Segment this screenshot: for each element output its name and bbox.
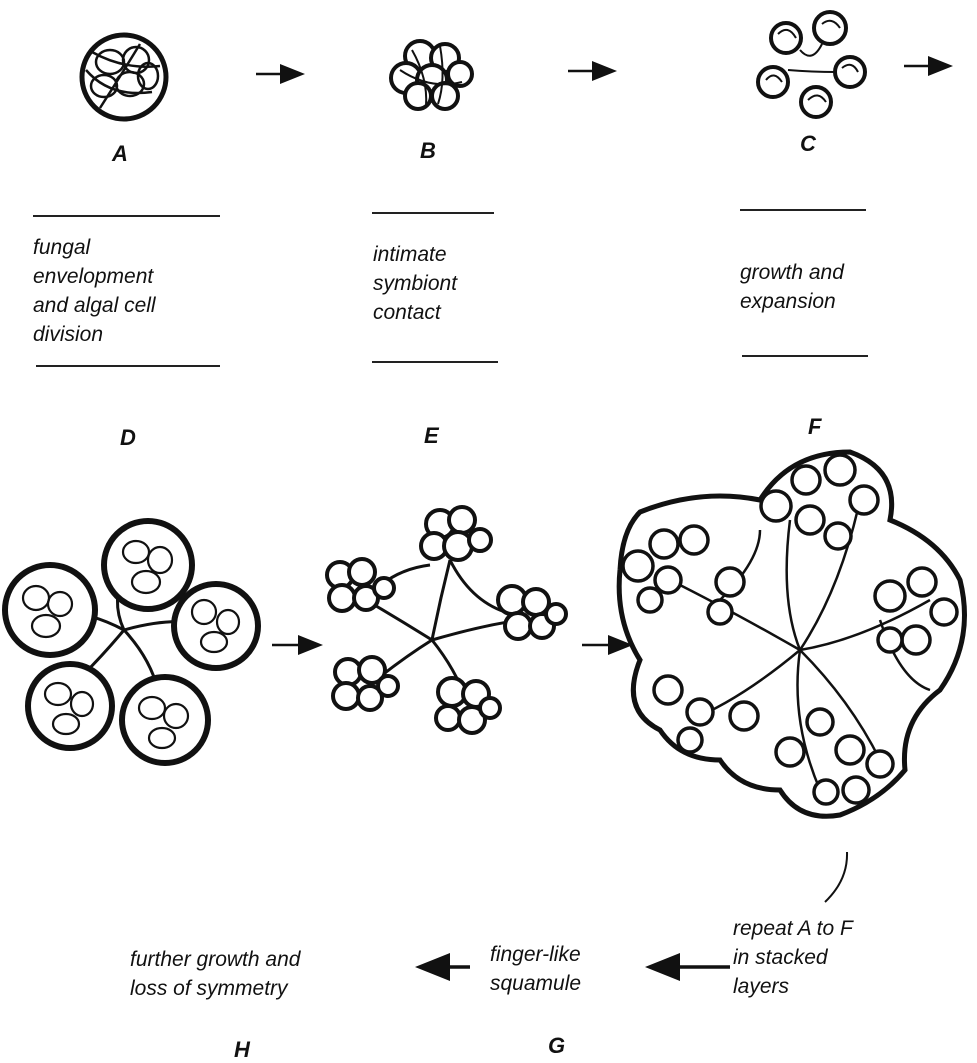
caption-h: further growth and loss of symmetry: [130, 945, 300, 1003]
caption-f: growth and expansion: [740, 258, 844, 316]
label-d: D: [120, 425, 136, 451]
stage-e-illustration: [327, 507, 566, 733]
label-a: A: [112, 141, 128, 167]
label-c: C: [800, 131, 816, 157]
stage-f-illustration: [619, 452, 964, 816]
rule-f-bottom: [742, 355, 868, 357]
rule-e-bottom: [372, 361, 498, 363]
stage-b-illustration: [391, 41, 472, 109]
rule-f-top: [740, 209, 866, 211]
rule-d-top: [33, 215, 220, 217]
label-b: B: [420, 138, 436, 164]
repeat-leader-line: [825, 852, 847, 902]
label-g: G: [548, 1033, 565, 1059]
stage-c-illustration: [758, 12, 865, 117]
rule-e-top: [372, 212, 494, 214]
rule-d-bottom: [36, 365, 220, 367]
caption-g: finger-like squamule: [490, 940, 581, 998]
stage-d-illustration: [5, 521, 258, 763]
label-f: F: [808, 414, 821, 440]
caption-repeat: repeat A to F in stacked layers: [733, 914, 853, 1001]
label-h: H: [234, 1037, 250, 1063]
stage-a-illustration: [82, 35, 166, 119]
caption-d: fungal envelopment and algal cell divisi…: [33, 233, 156, 349]
caption-e: intimate symbiont contact: [373, 240, 457, 327]
label-e: E: [424, 423, 439, 449]
